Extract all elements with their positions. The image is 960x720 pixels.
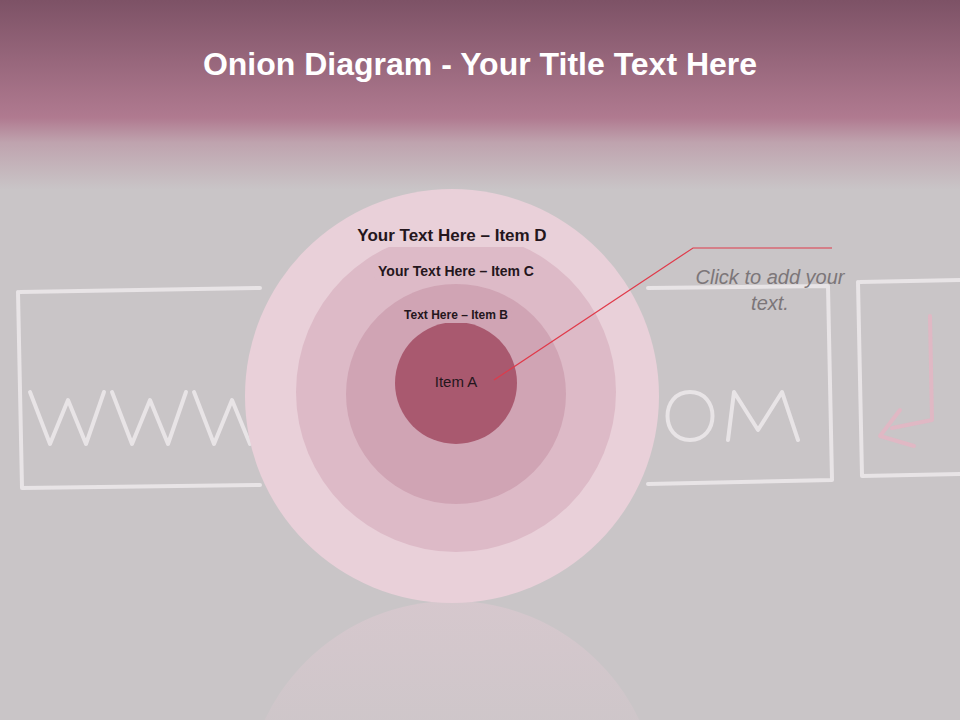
- ring-label: Your Text Here – Item C: [374, 263, 538, 281]
- label-holder: Your Text Here – Item C: [296, 262, 616, 281]
- slide-title: Onion Diagram - Your Title Text Here: [203, 46, 757, 82]
- outer-ring: Your Text Here – Item DYour Text Here – …: [245, 189, 659, 603]
- ring-fill: [395, 322, 517, 444]
- title-band: [0, 0, 960, 190]
- label-holder: Item A: [395, 373, 517, 392]
- third-ring: Your Text Here – Item C Text Here – Item …: [296, 232, 616, 552]
- callout-holder: Click to add your text.: [690, 264, 850, 316]
- ring-fill: [346, 284, 566, 504]
- label-holder: Text Here – Item B: [346, 305, 566, 323]
- ring-label: Your Text Here – Item D: [353, 225, 550, 246]
- second-ring: Text Here – Item B Item A: [346, 284, 566, 504]
- title-holder: Onion Diagram - Your Title Text Here: [0, 46, 960, 83]
- label-holder: Your Text Here – Item D: [245, 225, 659, 246]
- ring-label: Item A: [431, 373, 482, 392]
- core-circle: Item A: [395, 322, 517, 444]
- ring-fill: [296, 232, 616, 552]
- circle-reflection: [245, 601, 659, 720]
- ring-label: Text Here – Item B: [400, 308, 512, 323]
- callout-text: Click to add your text.: [690, 264, 850, 316]
- ring-fill: [245, 189, 659, 603]
